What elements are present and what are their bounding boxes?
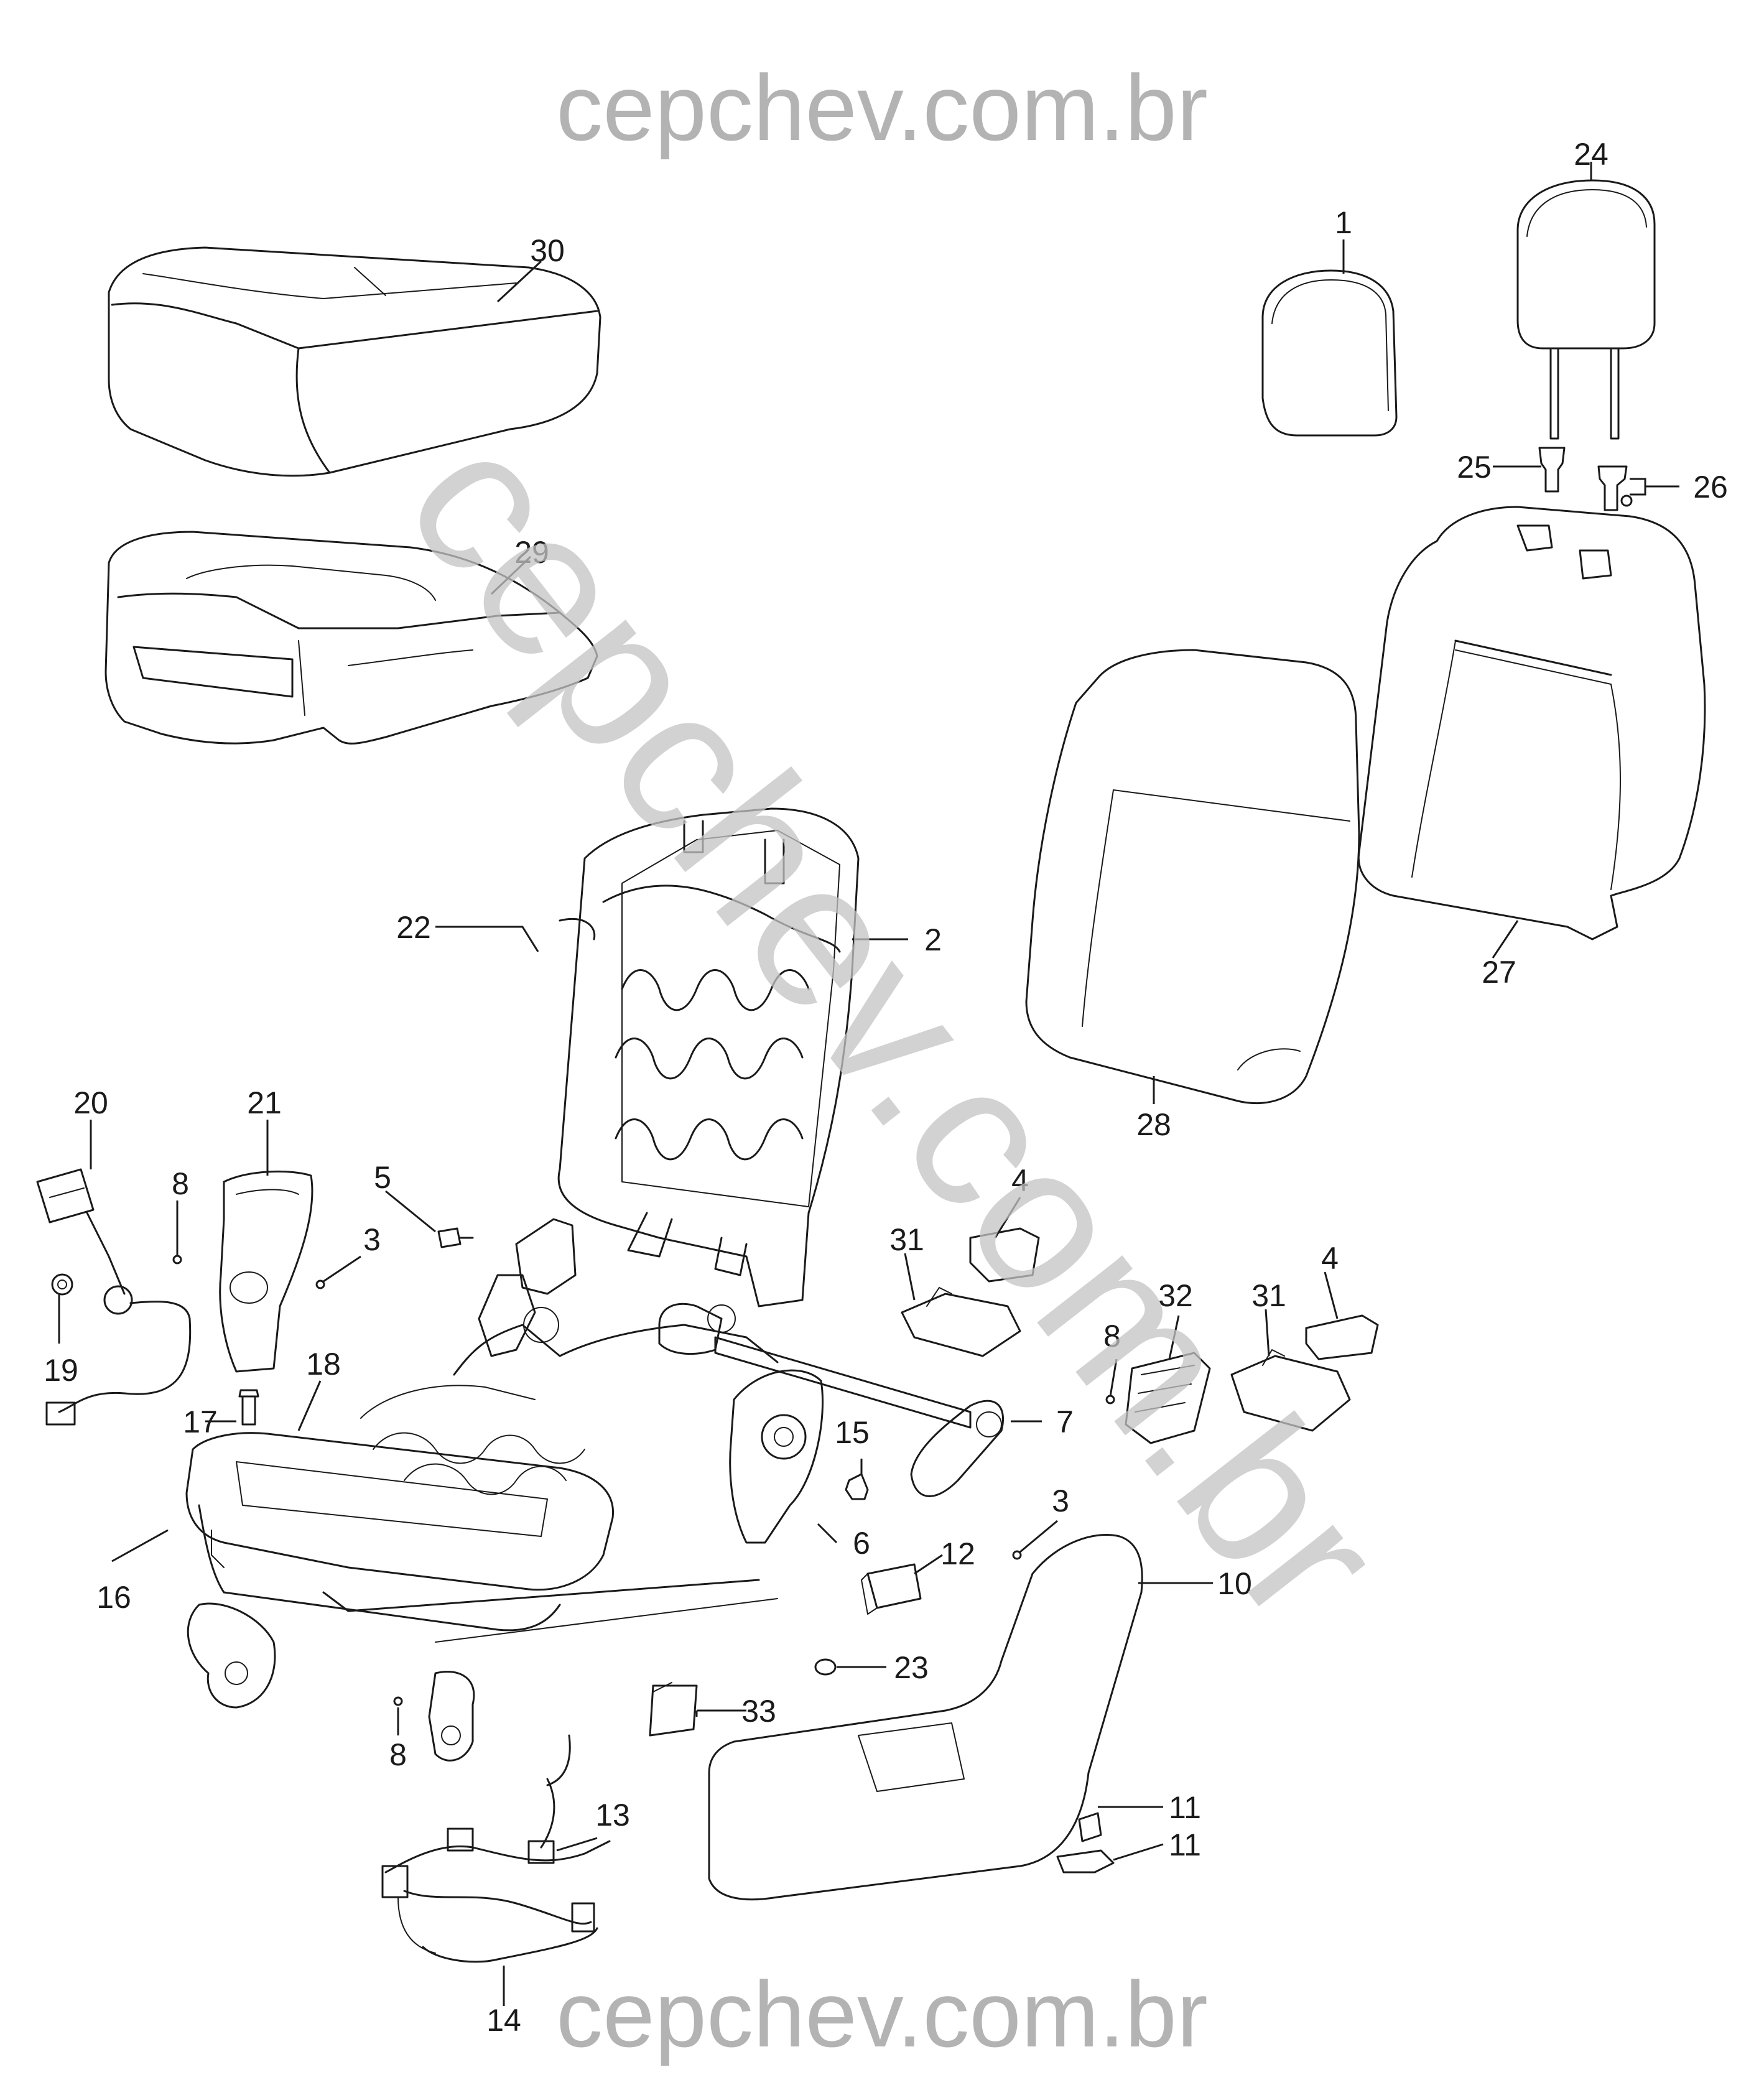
callout-4b: 4 (1321, 1241, 1339, 1276)
leader-lines (58, 162, 1679, 2006)
cross-tube (658, 1303, 1005, 1497)
callout-29: 29 (514, 535, 549, 570)
bolt-17 (238, 1389, 259, 1426)
callout-8c: 8 (389, 1737, 407, 1772)
callout-5: 5 (374, 1160, 391, 1195)
seat-back-cover (1357, 506, 1706, 940)
callout-24: 24 (1574, 137, 1608, 172)
seat-back-frame (557, 807, 860, 1307)
seat-cushion-cover (108, 246, 601, 477)
callout-19: 19 (44, 1353, 78, 1388)
callout-3b: 3 (1052, 1484, 1069, 1518)
bolt-5 (437, 1227, 474, 1248)
side-trim-panel (708, 1534, 1143, 1901)
watermark-diagonal: cepchev.com.br (363, 391, 1428, 1663)
callout-31b: 31 (1251, 1278, 1286, 1313)
recliner-plate (729, 1369, 824, 1544)
callout-12: 12 (940, 1536, 975, 1571)
headrest-guide-25 (1538, 447, 1566, 493)
module-33 (649, 1682, 698, 1737)
watermark-top: cepchev.com.br (556, 55, 1208, 160)
watermark-bottom: cepchev.com.br (556, 1962, 1208, 2066)
cover-4-right (1305, 1314, 1379, 1360)
callout-33: 33 (741, 1694, 776, 1729)
recliner-motor (478, 1218, 577, 1357)
callout-3a: 3 (363, 1222, 381, 1257)
cover-4-left (969, 1227, 1040, 1283)
wire-harness (381, 1734, 611, 1963)
bolt-19 (51, 1273, 73, 1296)
callout-9: 10 (1217, 1566, 1252, 1601)
callout-18: 18 (306, 1347, 341, 1381)
callout-28: 28 (1136, 1107, 1171, 1142)
callout-8b: 8 (1103, 1319, 1121, 1354)
callout-labels: 30 29 1 24 25 26 27 28 2 22 21 20 5 3 8 … (44, 137, 1728, 2038)
callout-21: 21 (247, 1085, 282, 1120)
clip-15 (845, 1473, 869, 1500)
callout-1: 1 (1335, 205, 1352, 240)
callout-7: 7 (1056, 1405, 1074, 1439)
screw-3-left (315, 1279, 325, 1289)
side-shield-inner (219, 1170, 313, 1373)
callout-32: 32 (1158, 1278, 1193, 1313)
callout-31a: 31 (889, 1222, 924, 1257)
headrest-with-posts (1516, 179, 1656, 440)
callout-11: 11 (1169, 1827, 1201, 1862)
cover-31-left (901, 1287, 1021, 1357)
seat-back-pad (1025, 649, 1360, 1105)
callout-30: 30 (530, 233, 565, 268)
callout-17: 17 (183, 1405, 218, 1439)
callout-13: 13 (595, 1798, 630, 1832)
switch-knob-10 (1078, 1812, 1102, 1842)
callout-14: 14 (486, 2003, 521, 2038)
screw-3-right (1012, 1550, 1022, 1560)
switch-knob-11 (1056, 1849, 1115, 1874)
callout-25: 25 (1457, 450, 1492, 485)
seat-belt-buckle (36, 1168, 192, 1426)
callout-20: 20 (73, 1085, 108, 1120)
cover-31-right (1230, 1349, 1351, 1432)
callout-4a: 4 (1011, 1163, 1029, 1198)
callout-26: 26 (1693, 470, 1728, 504)
callout-22: 22 (396, 910, 431, 945)
seat-frame (185, 1324, 779, 1762)
callout-23: 23 (894, 1650, 929, 1685)
callout-8a: 8 (172, 1166, 189, 1201)
callout-27: 27 (1482, 955, 1516, 990)
headrest-small (1261, 269, 1398, 437)
screw-8-left (172, 1255, 182, 1265)
seat-cushion-pad (104, 531, 598, 745)
headrest-guide-26 (1597, 465, 1633, 511)
switch-12 (861, 1563, 922, 1615)
cap-23 (814, 1658, 837, 1676)
callout-2: 2 (924, 922, 942, 957)
callout-15: 15 (835, 1415, 870, 1450)
callout-16: 16 (96, 1580, 131, 1615)
lumbar-grille-32 (1125, 1352, 1211, 1444)
callout-6: 6 (853, 1526, 870, 1561)
callout-10: 11 (1169, 1790, 1201, 1825)
screw-8-bottom (393, 1696, 403, 1706)
